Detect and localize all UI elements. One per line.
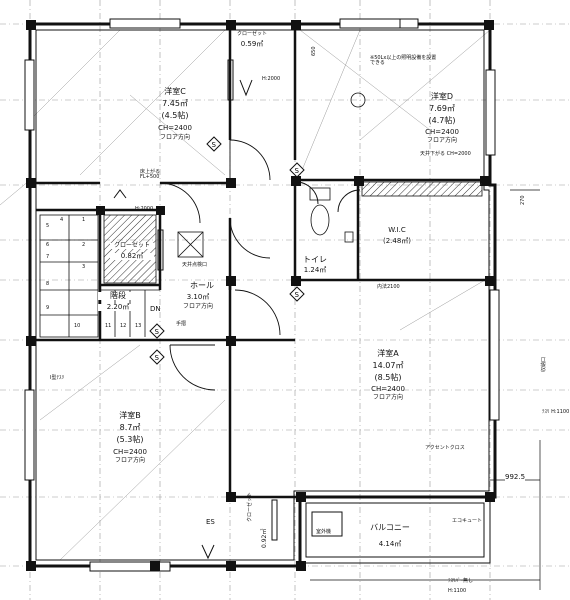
room-western-a-jo: (8.5帖)	[374, 373, 402, 382]
lighting-symbol	[350, 92, 366, 108]
stair-step-9: 9	[46, 305, 50, 311]
room-western-b-name: 洋室B	[119, 411, 141, 420]
door-swings	[159, 139, 361, 391]
room-western-c-jo: (4.5帖)	[161, 111, 189, 120]
columns	[26, 20, 495, 571]
note-dn: DN	[150, 305, 161, 313]
note-accent: アクセントクロス	[425, 445, 465, 451]
stair-step-5: 5	[46, 223, 50, 229]
stair-step-10: 10	[74, 323, 81, 329]
room-western-a-name: 洋室A	[377, 349, 399, 358]
stair-step-6: 6	[46, 242, 50, 248]
room-western-d-ch: CH=2400	[425, 128, 459, 136]
sensor-symbols: S S S S S	[149, 136, 305, 365]
room-hall-name: ホール	[190, 281, 214, 290]
interior-walls	[36, 30, 489, 499]
note-stair-rail: I型ﾃｽﾘ	[50, 375, 64, 381]
room-western-c-ch: CH=2400	[158, 124, 192, 132]
diagonal-guides	[0, 29, 491, 561]
arrows	[113, 79, 253, 560]
room-hall-area: 3.10㎡	[186, 293, 210, 301]
room-western-c-name: 洋室C	[164, 87, 186, 96]
note-h2000: H:2000	[262, 76, 281, 82]
sensor-s: S	[295, 291, 300, 299]
ceiling-down-hatch	[361, 181, 483, 197]
note-internal: 内法2100	[377, 284, 400, 290]
room-western-b-floor: フロア方向	[114, 457, 145, 464]
closet-top-name: クローゼット	[236, 31, 267, 37]
room-western-d-name: 洋室D	[430, 92, 454, 101]
note-floor-raise: 床上がる FL+500	[140, 169, 161, 181]
room-stairs-name: 階段	[98, 291, 138, 301]
stair-step-4: 4	[60, 217, 64, 223]
note-es: ES	[206, 518, 215, 526]
note-rail-h1100: ﾃｽﾘ H:1100	[542, 409, 570, 415]
room-western-a-floor: フロア方向	[372, 394, 403, 401]
closet-bottom-area: 0.92㎡	[261, 528, 268, 548]
closet-bottom-name: クローゼット	[247, 491, 253, 522]
balcony-area: 4.14㎡	[378, 540, 402, 548]
ceiling-hatch-box	[177, 231, 204, 258]
closet-mid-area: 0.82㎡	[110, 252, 154, 261]
note-dim-270: 270	[520, 195, 526, 205]
sensor-s: S	[212, 141, 217, 149]
stair-step-1: 1	[82, 217, 86, 223]
stair-step-2: 2	[82, 242, 86, 248]
dimension-lines	[310, 189, 541, 590]
room-toilet-name: トイレ	[298, 255, 332, 265]
room-western-d-floor: フロア方向	[426, 137, 457, 144]
closet-top-area: 0.59㎡	[240, 40, 264, 48]
room-wic-area: (2.48㎡)	[382, 237, 412, 245]
room-western-c-floor: フロア方向	[159, 134, 190, 141]
balcony-name: バルコニー	[355, 523, 425, 533]
room-western-b-jo: (5.3帖)	[116, 435, 144, 444]
balcony-outline	[299, 496, 491, 564]
room-western-c-area: 7.45㎡	[162, 99, 188, 108]
note-h2000-2: H:2000	[135, 206, 154, 212]
note-ecocute: エコキュート	[452, 518, 483, 524]
room-western-a-area: 14.07㎡	[372, 361, 404, 370]
room-western-b-area: 8.7㎡	[119, 423, 141, 432]
note-kiri: 収納口	[541, 356, 547, 372]
closet-mid-name: クローゼット	[110, 242, 154, 250]
note-dim-992: 992.5	[505, 473, 526, 482]
note-rail-bar: ﾃｽﾘﾊﾞｰ無し	[448, 578, 474, 584]
stairs	[39, 214, 160, 338]
note-ceiling-down: 天井下がる CH=2000	[420, 151, 471, 157]
room-western-d-jo: (4.7帖)	[428, 116, 456, 125]
stair-step-11: 11	[105, 323, 112, 329]
stair-step-7: 7	[46, 254, 50, 260]
note-dim-650: 650	[311, 46, 317, 56]
room-wic-name: W.I.C	[388, 226, 406, 234]
stair-step-12: 12	[120, 323, 127, 329]
note-rail-h1100-2: H:1100	[448, 588, 467, 594]
room-western-b-ch: CH=2400	[113, 448, 147, 456]
room-hall-floor: フロア方向	[182, 303, 213, 310]
sensor-s: S	[295, 167, 300, 175]
sensor-s: S	[155, 354, 160, 362]
room-stairs-area: 2.20㎡	[98, 303, 138, 312]
stair-step-13: 13	[135, 323, 142, 329]
toilet-fixture	[309, 187, 354, 243]
room-toilet-area: 1.24㎡	[298, 266, 332, 275]
sensor-s: S	[155, 328, 160, 336]
room-western-a-ch: CH=2400	[371, 385, 405, 393]
stair-step-3: 3	[82, 264, 86, 270]
note-outdoor: 室外機	[316, 529, 332, 535]
room-western-d-area: 7.69㎡	[429, 104, 455, 113]
exterior-wall-inner	[35, 29, 490, 561]
note-ceiling-hatch: 天井点検口	[182, 262, 208, 268]
windows	[24, 18, 500, 572]
note-lighting: ※50Lx以上の照明設備を設置できる	[370, 55, 437, 67]
stair-step-8: 8	[46, 281, 50, 287]
note-handrail: 手摺	[176, 321, 187, 327]
